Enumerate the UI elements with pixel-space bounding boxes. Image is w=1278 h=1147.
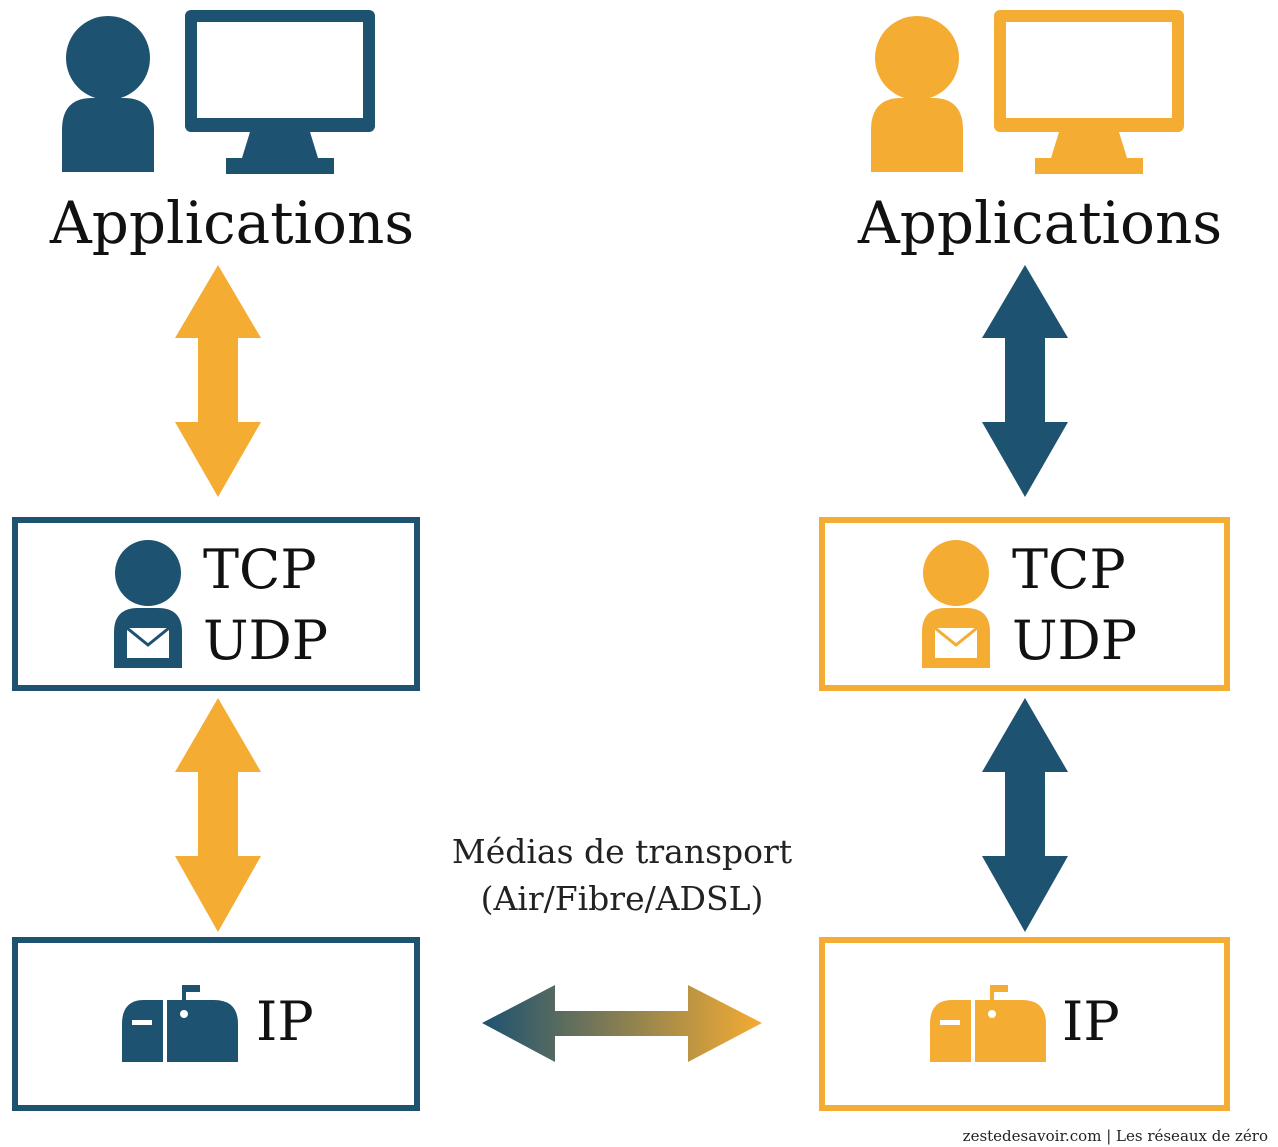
left-stack: Applications TCP UDP IP — [12, 10, 420, 1111]
right-transport-box — [819, 517, 1230, 691]
credit-text: zestedesavoir.com | Les réseaux de zéro — [963, 1127, 1268, 1145]
person-mail-icon — [114, 540, 182, 668]
media-double-arrow — [482, 985, 762, 1062]
monitor-icon — [994, 10, 1184, 174]
person-icon — [871, 16, 963, 172]
mailbox-icon — [122, 985, 238, 1062]
left-arrow-app-transport — [175, 265, 261, 497]
monitor-icon — [185, 10, 375, 174]
right-stack: Applications TCP UDP IP — [819, 10, 1230, 1111]
left-transport-box — [12, 517, 420, 691]
right-tcp-label: TCP — [1012, 538, 1126, 601]
person-icon — [62, 16, 154, 172]
right-applications-label: Applications — [857, 189, 1222, 257]
left-applications-label: Applications — [49, 189, 414, 257]
left-arrow-transport-network — [175, 698, 261, 932]
left-ip-label: IP — [256, 990, 314, 1053]
person-mail-icon — [922, 540, 990, 668]
left-tcp-label: TCP — [203, 538, 317, 601]
media-label-line1: Médias de transport — [452, 832, 792, 871]
mailbox-icon — [930, 985, 1046, 1062]
right-arrow-transport-network — [982, 698, 1068, 932]
left-udp-label: UDP — [203, 609, 328, 672]
right-udp-label: UDP — [1012, 609, 1137, 672]
transport-media: Médias de transport (Air/Fibre/ADSL) — [452, 832, 792, 1062]
media-label-line2: (Air/Fibre/ADSL) — [481, 879, 764, 918]
right-arrow-app-transport — [982, 265, 1068, 497]
right-ip-label: IP — [1062, 990, 1120, 1053]
